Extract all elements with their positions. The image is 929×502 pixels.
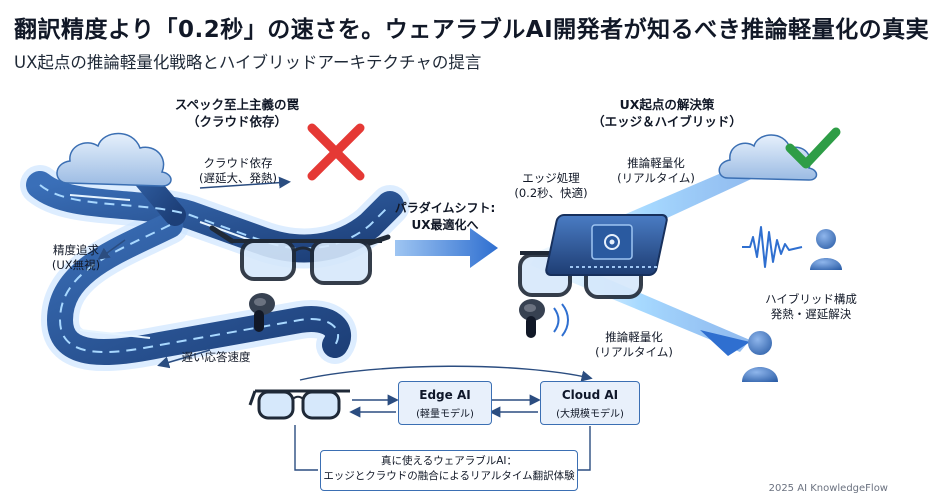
edge-ai-subtitle: (軽量モデル) (416, 409, 474, 420)
accuracy-pursuit-label: 精度追求 (UX無視) (36, 243, 116, 273)
conclusion-note: 真に使えるウェアラブルAI： エッジとクラウドの融合によるリアルタイム翻訳体験 (320, 450, 578, 491)
diagram-graphics (20, 123, 842, 471)
footer-credit: 2025 AI KnowledgeFlow (768, 483, 888, 494)
conclusion-line1: 真に使えるウェアラブルAI： (381, 455, 517, 467)
inference-top-line1: 推論軽量化 (627, 156, 685, 170)
paradigm-shift-line1: パラダイムシフト: (394, 201, 496, 215)
cloud-icon (718, 134, 818, 181)
cloud-dependency-arrow (199, 176, 291, 189)
conclusion-line2: エッジとクラウドの融合によるリアルタイム翻訳体験 (323, 470, 575, 482)
accuracy-arrow (97, 239, 126, 260)
hybrid-line2: 発熱・遅延解決 (770, 307, 852, 321)
smart-glasses-icon (248, 389, 350, 420)
sound-wave-icon (742, 226, 803, 268)
left-heading-line2: （クラウド依存） (186, 114, 287, 129)
smart-glasses-icon (209, 225, 391, 285)
edge-ai-box: Edge AI (軽量モデル) (398, 381, 492, 425)
slow-response-label: 遅い応答速度 (181, 350, 251, 364)
inference-bottom-line2: (リアルタイム) (595, 345, 673, 359)
paradigm-shift-label: パラダイムシフト: UX最適化へ (390, 200, 500, 234)
user-icon (742, 331, 778, 382)
edge-ai-title: Edge AI (419, 388, 471, 402)
accuracy-line1: 精度追求 (53, 243, 99, 257)
cloud-icon (56, 132, 172, 187)
flow-connectors (294, 365, 593, 471)
inference-bottom-line1: 推論軽量化 (605, 330, 663, 344)
left-heading: スペック至上主義の罠 （クラウド依存） (172, 96, 302, 130)
cloud-dependency-label: クラウド依存 (遅延大、発熱) (188, 156, 288, 186)
earbud-icon (249, 293, 275, 332)
accuracy-line2: (UX無視) (51, 258, 101, 272)
check-mark-icon (785, 127, 841, 169)
inference-top-line2: (リアルタイム) (617, 171, 695, 185)
earbud-icon (519, 299, 569, 338)
cloud-dependency-line1: クラウド依存 (203, 156, 273, 170)
chip-icon (545, 214, 668, 276)
page-subtitle: UX起点の推論軽量化戦略とハイブリッドアーキテクチャの提言 (14, 53, 482, 72)
cross-mark-icon (307, 123, 365, 181)
paradigm-shift-arrow (395, 228, 498, 268)
slow-response-arrow (157, 349, 211, 369)
cloud-dependency-line2: (遅延大、発熱) (199, 171, 277, 185)
cloud-ai-box: Cloud AI (大規模モデル) (540, 381, 640, 425)
cloud-ai-subtitle: (大規模モデル) (556, 409, 624, 420)
left-heading-line1: スペック至上主義の罠 (174, 97, 300, 112)
inference-bottom-label: 推論軽量化 (リアルタイム) (586, 330, 682, 360)
hybrid-label: ハイブリッド構成 発熱・遅延解決 (756, 292, 866, 322)
edge-line2: (0.2秒、快適) (514, 186, 588, 200)
right-heading-line2: （エッジ＆ハイブリッド） (592, 114, 742, 129)
right-heading: UX起点の解決策 （エッジ＆ハイブリッド） (592, 96, 742, 130)
user-icon (810, 229, 842, 270)
edge-line1: エッジ処理 (522, 171, 580, 185)
paradigm-shift-line2: UX最適化へ (411, 218, 479, 232)
inference-top-label: 推論軽量化 (リアルタイム) (608, 156, 704, 186)
hybrid-line1: ハイブリッド構成 (765, 292, 857, 306)
cloud-ai-title: Cloud AI (561, 388, 619, 402)
arrow-right-icon (700, 330, 750, 356)
page-title: 翻訳精度より「0.2秒」の速さを。ウェアラブルAI開発者が知るべき推論軽量化の真… (14, 17, 929, 43)
right-heading-line1: UX起点の解決策 (619, 97, 715, 112)
edge-processing-label: エッジ処理 (0.2秒、快適) (506, 171, 596, 201)
